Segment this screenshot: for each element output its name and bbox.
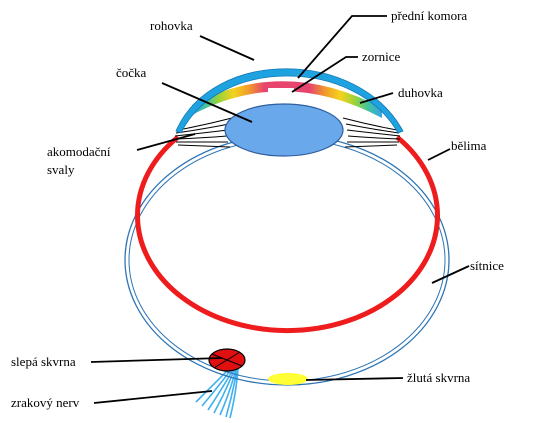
label-duhovka: duhovka	[398, 85, 443, 100]
pupil	[268, 88, 294, 100]
label-belima: bělima	[451, 138, 487, 153]
labels: rohovka přední komora zornice čočka duho…	[11, 8, 504, 410]
label-svaly: svaly	[47, 162, 75, 177]
label-zornice: zornice	[362, 49, 400, 64]
macula	[268, 373, 308, 385]
retina	[135, 135, 440, 334]
label-zrakovy-nerv: zrakový nerv	[11, 395, 80, 410]
label-akomodacni: akomodační	[47, 144, 111, 159]
cornea	[175, 68, 404, 134]
blind-spot	[208, 348, 246, 372]
label-rohovka: rohovka	[150, 18, 193, 33]
label-cocka: čočka	[116, 65, 147, 80]
label-slepa-skvrna: slepá skvrna	[11, 354, 76, 369]
label-predni-komora: přední komora	[391, 8, 467, 23]
lens	[224, 103, 344, 157]
label-zluta-skvrna: žlutá skvrna	[407, 370, 470, 385]
leader-lines	[90, 15, 470, 404]
label-sitnice: sítnice	[470, 258, 504, 273]
sclera	[124, 134, 450, 386]
